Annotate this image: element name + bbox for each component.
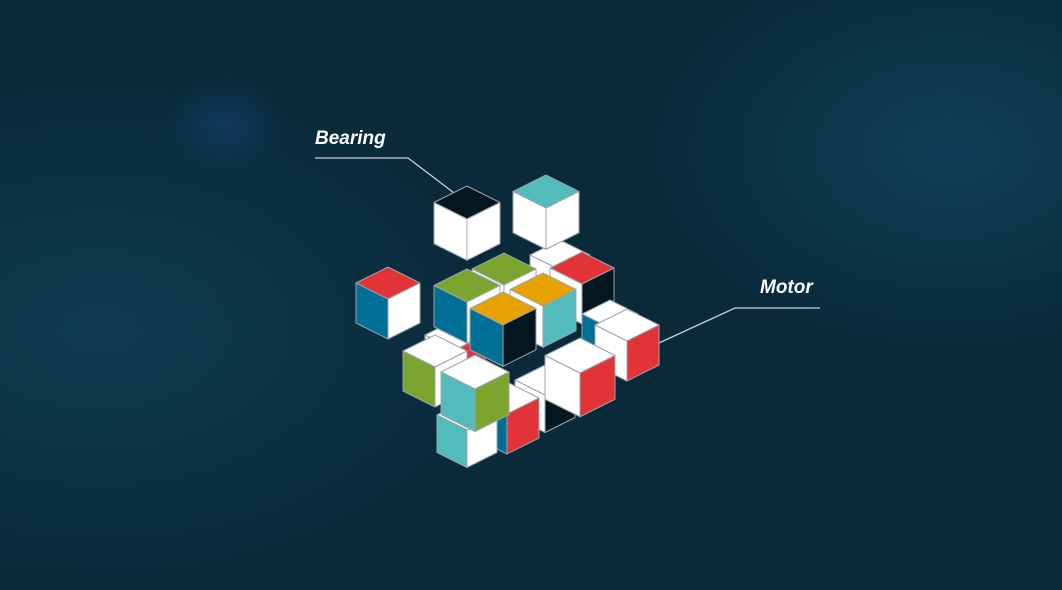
cube	[440, 354, 510, 432]
cube	[544, 337, 616, 418]
cube-right-face	[545, 191, 580, 250]
bearing-leader-line	[315, 157, 471, 206]
cube	[512, 174, 580, 250]
motor-label: Motor	[760, 277, 813, 298]
bearing-cube	[433, 185, 501, 261]
cube-right-face	[474, 371, 510, 432]
bearing-label: Bearing	[315, 128, 386, 149]
cube	[469, 291, 537, 367]
cube-right-face	[466, 202, 501, 261]
cube-right-face	[506, 397, 540, 455]
cube-right-face	[579, 355, 616, 418]
motor-leader-line	[647, 307, 820, 349]
cube-right-face	[502, 308, 537, 367]
cube	[355, 266, 421, 340]
cube-right-face	[542, 289, 577, 348]
cube-right-face	[626, 324, 660, 382]
cube-right-face	[387, 282, 421, 340]
